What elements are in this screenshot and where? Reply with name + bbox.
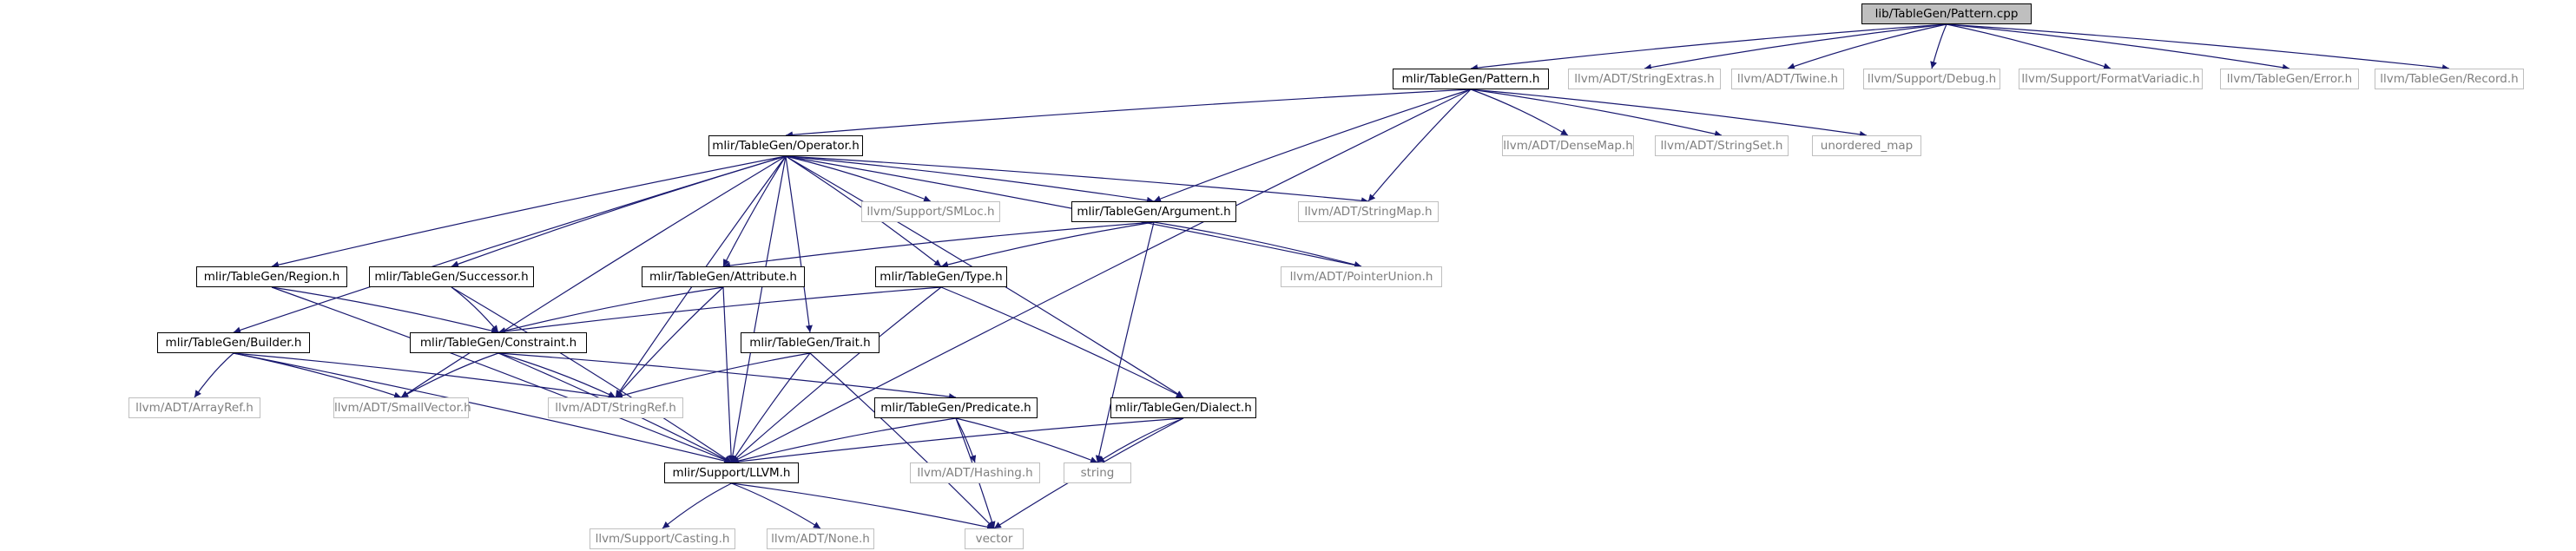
node-llvm-arrayref-h: llvm/ADT/ArrayRef.h <box>128 397 260 418</box>
edge-pattern_h-to-operator_h <box>785 89 1472 139</box>
edge-constraint_h-to-smallvector <box>400 352 499 398</box>
edge-pattern_h-to-stringset <box>1470 89 1723 138</box>
edge-operator_h-to-builder_h <box>233 155 787 334</box>
edge-constraint_h-to-predicate_h <box>497 352 957 401</box>
node-dialect-h[interactable]: mlir/TableGen/Dialect.h <box>1110 397 1256 418</box>
edge-operator_h-to-argument_h <box>785 155 1155 204</box>
node-builder-h[interactable]: mlir/TableGen/Builder.h <box>157 332 310 353</box>
edge-pattern_h-to-argument_h <box>1153 89 1472 202</box>
edge-pattern_cpp-to-tg_record <box>1946 23 2450 72</box>
edge-trait_h-to-stringref <box>615 352 811 399</box>
edge-attribute_h-to-stringref <box>615 286 724 398</box>
node-llvm-debug-h: llvm/Support/Debug.h <box>1863 69 2000 89</box>
node-pattern-h[interactable]: mlir/TableGen/Pattern.h <box>1393 69 1549 89</box>
edge-builder_h-to-stringref <box>233 352 616 400</box>
edge-argument_h-to-attribute_h <box>722 221 1155 269</box>
node-type-h[interactable]: mlir/TableGen/Type.h <box>875 266 1007 287</box>
edge-predicate_h-to-string <box>955 417 1098 463</box>
edge-builder_h-to-arrayref <box>194 352 234 398</box>
node-argument-h[interactable]: mlir/TableGen/Argument.h <box>1071 201 1236 222</box>
edge-region_h-to-llvm_h <box>271 286 732 463</box>
node-llvm-tablegen-record-h: llvm/TableGen/Record.h <box>2375 69 2524 89</box>
edge-argument_h-to-type_h <box>940 221 1155 268</box>
edge-region_h-to-constraint_h <box>271 286 499 334</box>
node-successor-h[interactable]: mlir/TableGen/Successor.h <box>369 266 534 287</box>
edge-builder_h-to-smallvector <box>233 352 402 399</box>
node-llvm-stringref-h: llvm/ADT/StringRef.h <box>548 397 683 418</box>
node-attribute-h[interactable]: mlir/TableGen/Attribute.h <box>642 266 805 287</box>
edge-operator_h-to-smallvector <box>400 155 787 398</box>
edge-pattern_h-to-densemap <box>1470 89 1569 136</box>
edge-attribute_h-to-llvm_h <box>722 286 735 463</box>
edge-builder_h-to-llvm_h <box>233 352 732 465</box>
node-string: string <box>1064 462 1131 483</box>
edge-pattern_cpp-to-formatvariadic <box>1946 23 2112 70</box>
edge-pattern_h-to-unordered_map <box>1470 89 1868 138</box>
node-llvm-tablegen-error-h: llvm/TableGen/Error.h <box>2220 69 2359 89</box>
node-llvm-stringmap-h: llvm/ADT/StringMap.h <box>1298 201 1439 222</box>
edge-attribute_h-to-constraint_h <box>497 286 724 334</box>
node-trait-h[interactable]: mlir/TableGen/Trait.h <box>741 332 880 353</box>
edge-trait_h-to-llvm_h <box>730 352 811 463</box>
node-llvm-hashing-h: llvm/ADT/Hashing.h <box>910 462 1040 483</box>
edge-pattern_cpp-to-debug <box>1930 23 1947 69</box>
node-llvm-densemap-h: llvm/ADT/DenseMap.h <box>1502 135 1634 156</box>
edge-predicate_h-to-llvm_h <box>731 417 957 464</box>
edge-type_h-to-llvm_h <box>731 286 942 463</box>
node-llvm-stringset-h: llvm/ADT/StringSet.h <box>1655 135 1789 156</box>
node-llvm-pointerunion-h: llvm/ADT/PointerUnion.h <box>1281 266 1442 287</box>
edge-operator_h-to-trait_h <box>785 155 813 333</box>
edge-operator_h-to-stringmap <box>785 155 1369 205</box>
node-vector: vector <box>965 528 1024 549</box>
edge-operator_h-to-llvm_h <box>728 155 787 463</box>
node-region-h[interactable]: mlir/TableGen/Region.h <box>196 266 347 287</box>
edge-llvm_h-to-casting <box>662 482 732 529</box>
edge-dialect_h-to-llvm_h <box>731 417 1184 466</box>
node-llvm-stringextras-h: llvm/ADT/StringExtras.h <box>1568 69 1721 89</box>
edge-successor_h-to-constraint_h <box>451 286 499 333</box>
node-llvm-smallvector-h: llvm/ADT/SmallVector.h <box>333 397 471 418</box>
edge-llvm_h-to-none <box>731 482 821 529</box>
edge-constraint_h-to-stringref <box>497 352 616 398</box>
node-support-llvm-h[interactable]: mlir/Support/LLVM.h <box>664 462 799 483</box>
node-constraint-h[interactable]: mlir/TableGen/Constraint.h <box>410 332 587 353</box>
node-llvm-smloc-h: llvm/Support/SMLoc.h <box>861 201 1000 222</box>
edge-operator_h-to-attribute_h <box>722 155 787 267</box>
edge-llvm_h-to-vector <box>731 482 995 531</box>
edge-type_h-to-constraint_h <box>497 286 942 335</box>
edge-trait_h-to-vector <box>809 352 995 529</box>
node-operator-h[interactable]: mlir/TableGen/Operator.h <box>708 135 863 156</box>
edge-dialect_h-to-string <box>1097 417 1184 463</box>
node-unordered-map: unordered_map <box>1812 135 1921 156</box>
node-llvm-none-h: llvm/ADT/None.h <box>767 528 874 549</box>
node-predicate-h[interactable]: mlir/TableGen/Predicate.h <box>874 397 1038 418</box>
node-llvm-formatvariadic-h: llvm/Support/FormatVariadic.h <box>2019 69 2203 89</box>
node-pattern-cpp: lib/TableGen/Pattern.cpp <box>1861 3 2032 24</box>
edge-successor_h-to-llvm_h <box>451 286 732 463</box>
edge-pattern_h-to-llvm_h <box>731 89 1472 463</box>
edge-argument_h-to-pointerunion <box>1153 221 1362 268</box>
node-llvm-twine-h: llvm/ADT/Twine.h <box>1731 69 1844 89</box>
node-llvm-casting-h: llvm/Support/Casting.h <box>590 528 735 549</box>
edge-pattern_cpp-to-tg_error <box>1946 23 2290 71</box>
edge-argument_h-to-string <box>1095 221 1155 463</box>
edge-pattern_cpp-to-pattern_h <box>1470 23 1947 72</box>
edge-type_h-to-dialect_h <box>940 286 1184 398</box>
edge-operator_h-to-region_h <box>271 155 787 269</box>
edge-operator_h-to-successor_h <box>451 155 787 268</box>
edge-pattern_cpp-to-twine <box>1787 23 1947 70</box>
edge-operator_h-to-smloc <box>785 155 932 202</box>
edge-pattern_cpp-to-stringextras <box>1644 23 1947 71</box>
edge-pattern_h-to-stringmap <box>1367 89 1472 202</box>
